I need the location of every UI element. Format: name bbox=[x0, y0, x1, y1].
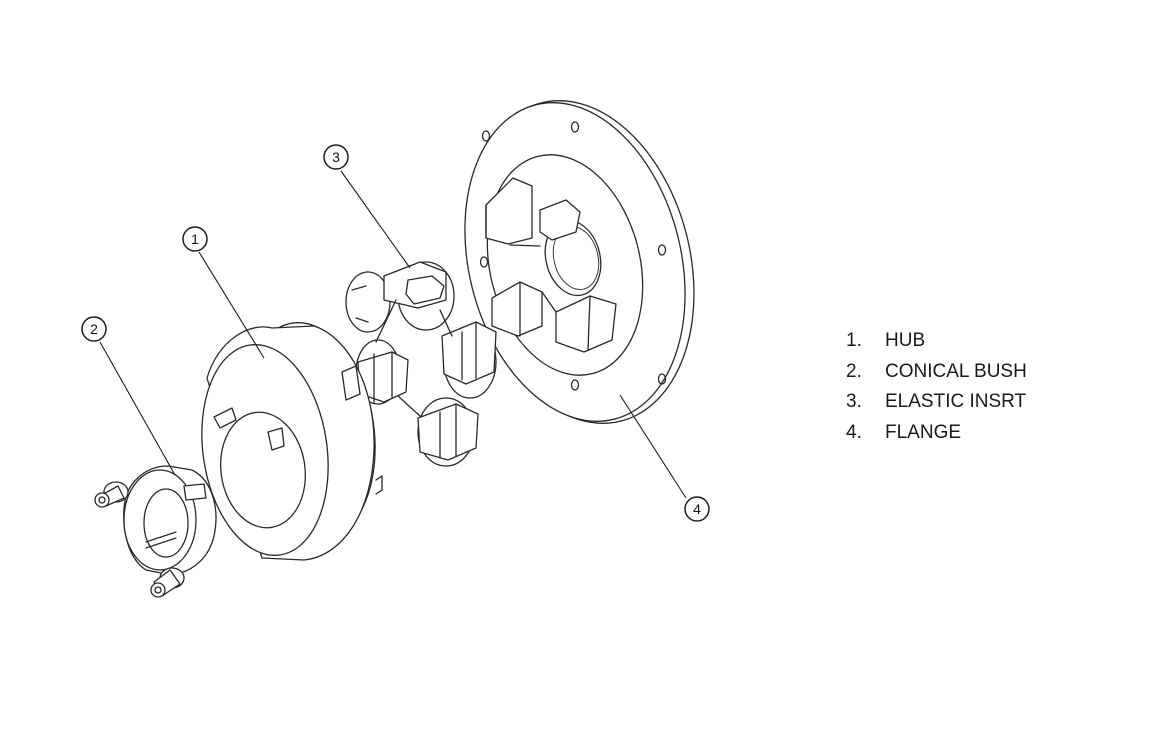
conical-bush-part bbox=[94, 465, 217, 598]
callout-2-label: 2 bbox=[90, 321, 98, 337]
legend-item-label: FLANGE bbox=[885, 421, 962, 443]
callout-3-label: 3 bbox=[332, 149, 340, 165]
legend-item-number: 3. bbox=[846, 391, 862, 413]
legend-item-number: 2. bbox=[846, 360, 862, 382]
leader-line-4 bbox=[619, 394, 687, 499]
legend-item-number: 1. bbox=[846, 330, 862, 352]
parts-legend: 1. HUB 2. CONICAL BUSH 3. ELASTIC INSRT … bbox=[846, 326, 1027, 448]
leader-line-3 bbox=[340, 170, 411, 269]
legend-item: 1. HUB bbox=[846, 326, 1027, 357]
callout-4-label: 4 bbox=[693, 501, 701, 517]
elastic-insert-part bbox=[345, 261, 497, 467]
legend-item: 2. CONICAL BUSH bbox=[846, 357, 1027, 388]
legend-item: 3. ELASTIC INSRT bbox=[846, 387, 1027, 418]
legend-item: 4. FLANGE bbox=[846, 418, 1027, 449]
callout-3: 3 bbox=[323, 144, 349, 170]
hub-part bbox=[201, 322, 383, 561]
legend-item-label: CONICAL BUSH bbox=[885, 360, 1027, 382]
leader-line-1 bbox=[198, 251, 265, 359]
leader-line-2 bbox=[99, 341, 176, 476]
callout-2: 2 bbox=[81, 316, 107, 342]
callout-4: 4 bbox=[684, 496, 710, 522]
callout-1-label: 1 bbox=[191, 231, 199, 247]
legend-item-number: 4. bbox=[846, 421, 862, 443]
callout-1: 1 bbox=[182, 226, 208, 252]
set-screw-top bbox=[94, 481, 129, 508]
flange-part bbox=[464, 100, 695, 424]
legend-item-label: ELASTIC INSRT bbox=[885, 391, 1027, 413]
set-screw-bottom bbox=[150, 567, 185, 598]
legend-item-label: HUB bbox=[885, 330, 926, 352]
